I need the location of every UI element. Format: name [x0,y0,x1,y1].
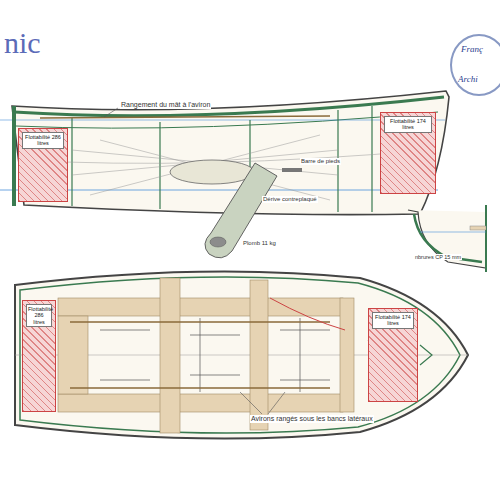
tank-label: Flottabilité 286 litres [22,132,64,149]
buoyancy-tank: Flottabilité 286 litres [22,300,56,412]
buoyancy-tank: Flottabilité 286 litres [18,128,68,202]
side-view [0,91,449,258]
logo-badge: FrançArchi [450,34,500,96]
tank-label: Flottabilité 174 litres [372,312,414,329]
title: nic [4,26,41,60]
tank-label: Flottabilité 286 litres [26,304,52,327]
plan-view [15,271,468,438]
logo-text: Franç [461,44,483,54]
buoyancy-tank: Flottabilité 174 litres [380,112,436,194]
part-name: Dérive contreplaqué [262,196,318,203]
part-name: Plomb 11 kg [242,240,277,247]
tank-label: Flottabilité 174 litres [384,116,432,133]
note: Avirons rangés sous les bancs latéraux [250,415,374,423]
buoyancy-tank: Flottabilité 174 litres [368,308,418,402]
part-name: Barre de pieds [300,158,341,165]
logo-text: Archi [458,74,478,84]
note: nbrures CP 15 mm [414,254,462,260]
note: Rangement du mât à l'aviron [120,101,211,109]
section-view [408,205,486,272]
